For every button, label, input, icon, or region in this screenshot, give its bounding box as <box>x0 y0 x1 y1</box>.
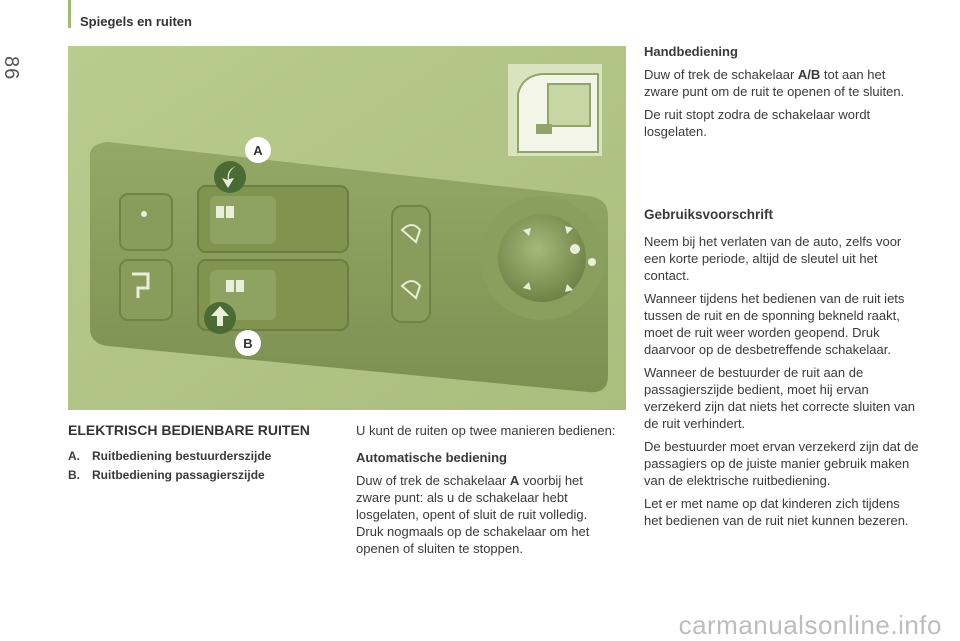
mirror-knob <box>498 214 586 302</box>
door-inset-image <box>508 64 602 156</box>
manual-text: Duw of trek de schakelaar A/B tot aan he… <box>644 67 905 99</box>
usage-heading: Gebruiksvoorschrift <box>644 207 774 222</box>
header-accent-bar <box>68 0 71 28</box>
intro-text: U kunt de ruiten op twee manieren bedien… <box>356 423 616 438</box>
label-a: A <box>253 143 263 158</box>
watermark: carmanualsonline.info <box>678 610 942 640</box>
auto-text: Duw of trek de schakelaar A voorbij het … <box>356 473 588 522</box>
window-switch-illustration: A B <box>68 46 626 410</box>
arrow-down-icon <box>214 161 246 193</box>
lock-button <box>119 193 173 251</box>
label-b: B <box>243 336 252 351</box>
mirror-selector <box>391 205 431 323</box>
child-lock-button <box>119 259 173 321</box>
page-number: 86 <box>0 56 22 81</box>
manual-text-2: De ruit stopt zodra de schakelaar wordt … <box>644 107 871 139</box>
middle-column: U kunt de ruiten op twee manieren bedien… <box>356 422 616 563</box>
auto-text-2: Druk nogmaals op de schakelaar om het op… <box>356 524 590 556</box>
figure-legend: A.Ruitbediening bestuurderszijde B.Ruitb… <box>68 447 271 485</box>
usage-paragraph-5: Let er met name op dat kinderen zich tij… <box>644 496 909 528</box>
usage-paragraph-2: Wanneer tijdens het bedienen van de ruit… <box>644 291 905 357</box>
right-column: Handbediening Duw of trek de schakelaar … <box>644 43 920 535</box>
legend-item-a: A.Ruitbediening bestuurderszijde <box>68 449 272 463</box>
usage-paragraph-4: De bestuurder moet ervan verzekerd zijn … <box>644 439 919 488</box>
usage-paragraph-1: Neem bij het verlaten van de auto, zelfs… <box>644 234 902 283</box>
usage-paragraph-3: Wanneer de bestuurder de ruit aan de pas… <box>644 365 915 431</box>
manual-heading: Handbediening <box>644 44 738 59</box>
legend-item-b: B.Ruitbediening passagierszijde <box>68 468 265 482</box>
section-title: Spiegels en ruiten <box>80 14 192 29</box>
auto-heading: Automatische bediening <box>356 450 507 465</box>
main-title: ELEKTRISCH BEDIENBARE RUITEN <box>68 422 310 438</box>
